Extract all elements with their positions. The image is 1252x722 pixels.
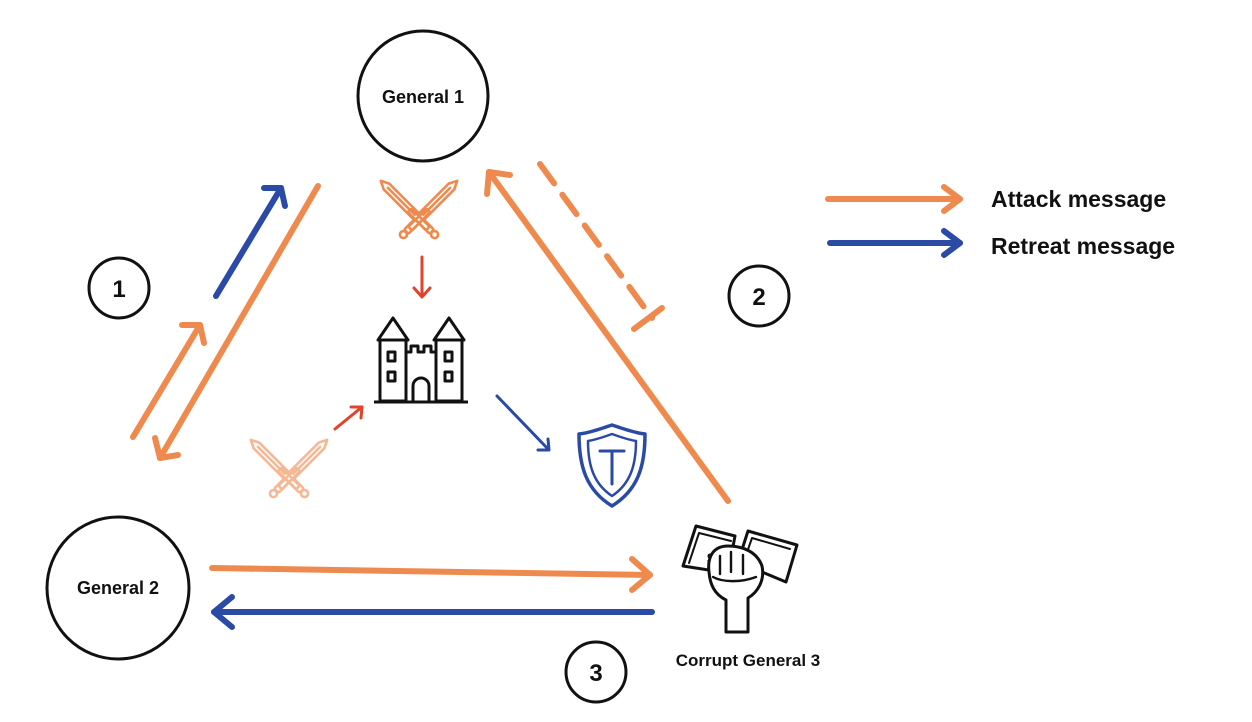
fist	[707, 544, 765, 634]
legend-attack-arrow	[825, 184, 963, 214]
arrow-attack-g2-to-g1	[130, 322, 207, 440]
legend-retreat-arrow	[827, 228, 963, 258]
step-number: 3	[589, 660, 602, 687]
general-2-label: General 2	[77, 578, 159, 598]
legend-attack-label: Attack message	[991, 186, 1166, 212]
general-3-label: Corrupt General 3	[676, 651, 821, 670]
castle-icon	[374, 316, 468, 404]
arrow-retreat-g3-to-g2	[211, 594, 655, 630]
arrow-attack-g1-to-g3-blocked	[537, 161, 665, 332]
retreat-influence-arrow	[495, 394, 551, 452]
step-badge-2: 2	[727, 264, 791, 328]
arrow-retreat-g2-to-g1	[213, 185, 288, 299]
arrow-attack-g3-to-g1	[484, 169, 731, 504]
step-badge-3: 3	[564, 640, 628, 704]
shield-icon	[577, 423, 647, 508]
general-2-node: General 2	[45, 515, 191, 661]
step-badge-1: 1	[87, 256, 151, 320]
legend-retreat-label: Retreat message	[991, 233, 1175, 259]
influence-arrow-to-castle	[412, 255, 432, 299]
legend: Attack message Retreat message	[825, 184, 1175, 259]
influence-arrow-to-castle	[333, 405, 364, 431]
crossed-swords-icon	[249, 438, 329, 499]
step-number: 1	[112, 276, 125, 303]
arrow-attack-g2-to-g3	[209, 556, 653, 593]
arrow-attack-g1-to-g2	[152, 183, 321, 461]
crossed-swords-icon	[379, 179, 459, 240]
general-1-label: General 1	[382, 87, 464, 107]
fist-with-money-icon: $	[681, 524, 799, 634]
general-1-node: General 1	[356, 29, 490, 163]
step-number: 2	[752, 284, 765, 311]
